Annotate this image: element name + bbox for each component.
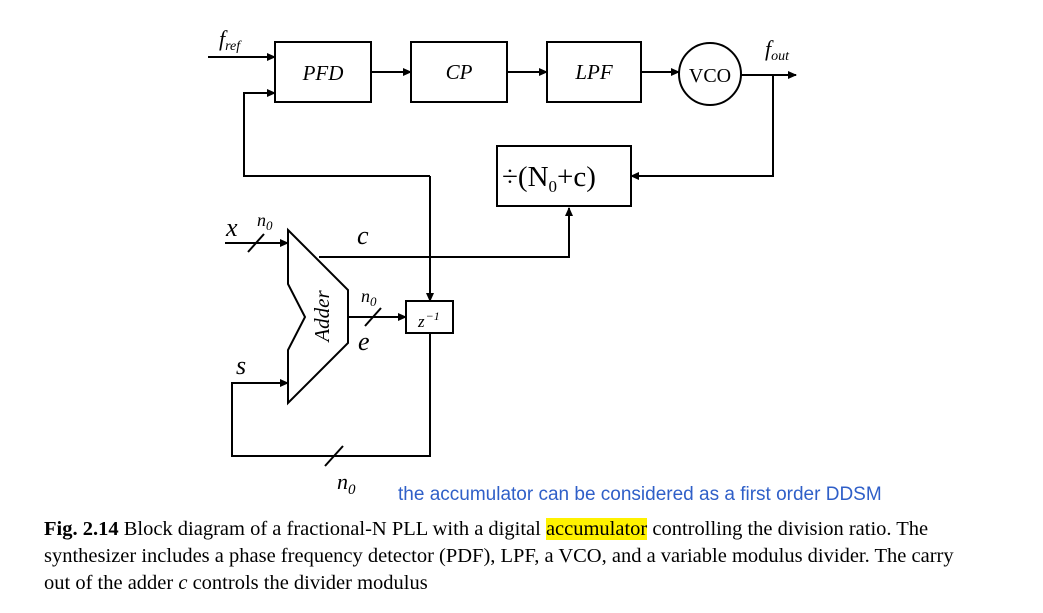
e-width-label: n0 (361, 286, 377, 309)
caption-text-1: Block diagram of a fractional-N PLL with… (123, 518, 541, 540)
cp-block (410, 41, 508, 103)
lpf-label: LPF (574, 60, 613, 84)
adder-block (287, 227, 349, 406)
vco-divider-feedback-wire (630, 75, 774, 180)
e-label: e (358, 327, 370, 356)
divider-block (496, 145, 632, 207)
s-label: s (236, 351, 246, 380)
feedback-width-label: n0 (337, 469, 356, 498)
vco-block (678, 42, 742, 106)
delay-block (405, 300, 454, 334)
fout-label: fout (765, 36, 790, 64)
e-bus-slash (364, 307, 382, 327)
feedback-to-pfd-wire (243, 89, 430, 177)
x-width-label: n0 (257, 210, 273, 233)
fref-label: fref (219, 26, 242, 54)
carry-label: c (357, 221, 369, 250)
accumulator-feedback-wire (231, 333, 431, 457)
delay-label: z−1 (417, 309, 440, 331)
carry-wire (319, 207, 573, 258)
annotation-note: the accumulator can be considered as a f… (398, 484, 882, 505)
feedback-bus-slash (324, 445, 344, 467)
lpf-block (546, 41, 642, 103)
cp-label: CP (446, 60, 473, 84)
pfd-block (274, 41, 372, 103)
x-bus-slash (247, 233, 265, 253)
caption-variable: c (178, 572, 188, 594)
x-input-label: x (225, 213, 238, 242)
caption-text-3: controls the divider modulus (192, 572, 428, 594)
caption-text-2: controlling the division ratio. The synt… (44, 518, 954, 594)
caption-highlight: accumulator (545, 518, 648, 540)
figure-number: Fig. 2.14 (44, 518, 119, 540)
vco-label: VCO (689, 65, 731, 87)
pfd-label: PFD (302, 61, 344, 85)
adder-label: Adder (310, 290, 334, 344)
figure-caption: Fig. 2.14 Block diagram of a fractional-… (44, 516, 974, 597)
divider-label: ÷(N0+c) (502, 161, 596, 196)
